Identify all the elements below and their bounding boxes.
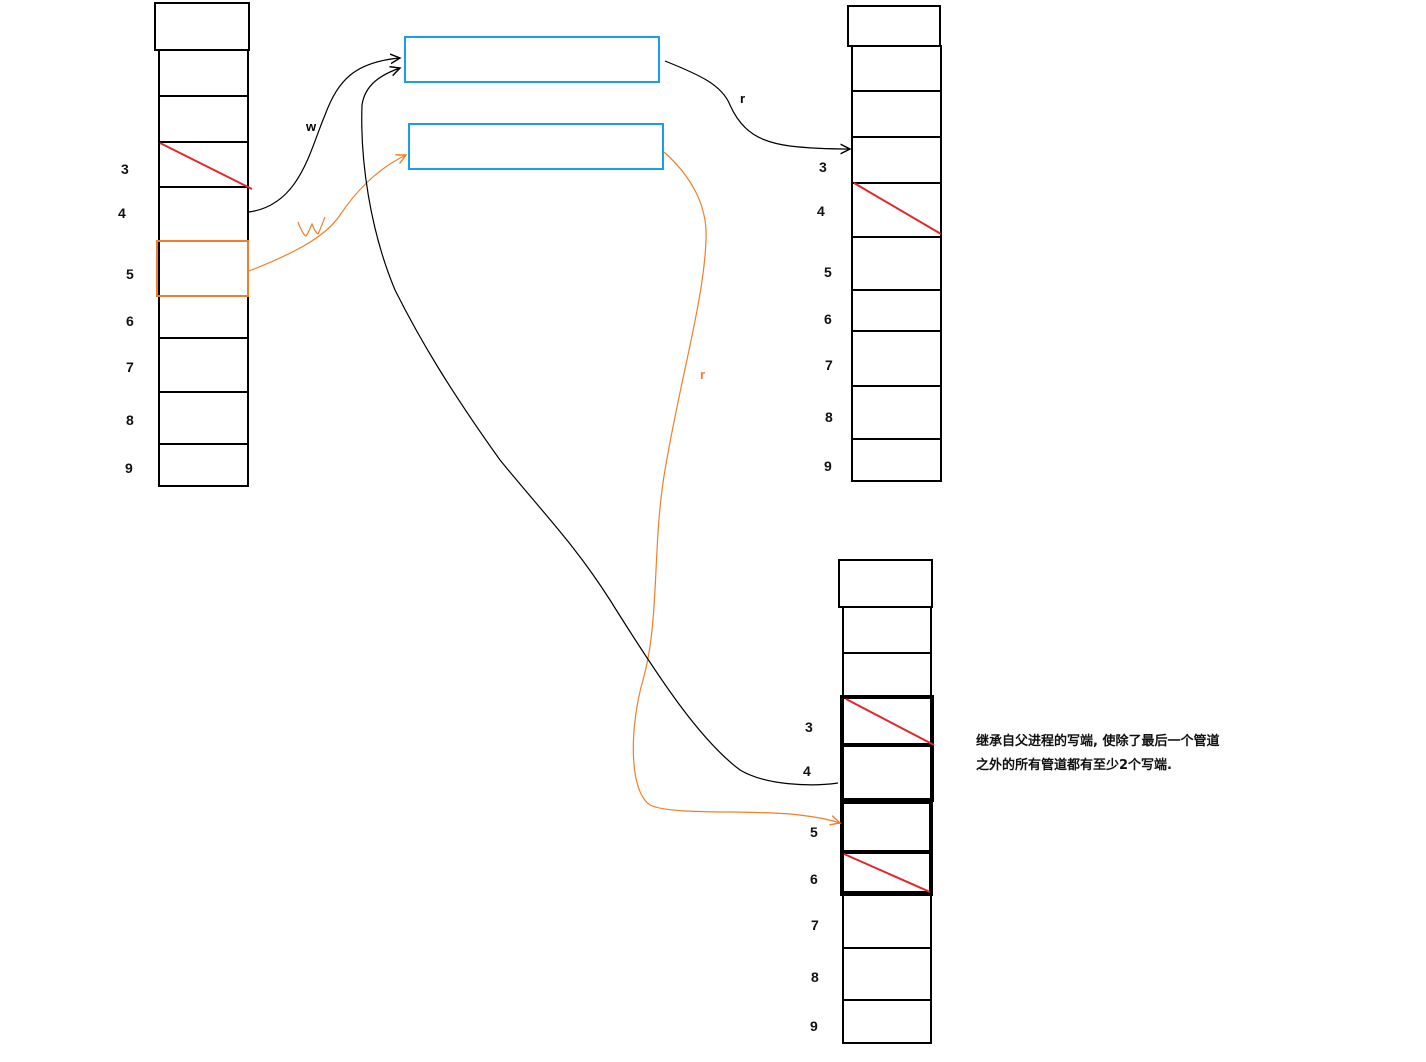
fd-slot-0 [851, 45, 942, 92]
fd-slot-3 [851, 136, 942, 184]
edge-child-inherited-write-pipe1 [361, 68, 839, 786]
closed-fd-mark [159, 142, 253, 190]
fd-slot-9 [842, 999, 932, 1044]
fd-label-8: 8 [825, 409, 833, 425]
fd-slot-6 [842, 891, 932, 949]
annotation-line-2: 之外的所有管道都有至少2个写端. [976, 758, 1172, 773]
reader-child-fd-table [847, 5, 942, 482]
fd-label-7: 7 [126, 359, 134, 375]
closed-fd-mark [843, 853, 931, 893]
fd-label-7: 7 [825, 357, 833, 373]
fd-label-4: 4 [118, 205, 126, 221]
fd-label-6: 6 [824, 311, 832, 327]
fd-slot-9 [851, 438, 942, 482]
fd-table-header [154, 2, 250, 51]
fd-label-3: 3 [121, 161, 129, 177]
fd-slot-1 [842, 652, 932, 698]
fd-slot-6 [851, 289, 942, 332]
fd-table-header [847, 5, 941, 47]
fd-slot-0 [158, 49, 249, 97]
fd-slot-9 [158, 443, 249, 487]
edge-label-w-handwritten [297, 216, 326, 237]
fd-slot-4 [840, 743, 934, 802]
edge-pipe1-read-child [664, 60, 850, 149]
annotation-note: 继承自父进程的写端, 使除了最后一个管道 之外的所有管道都有至少2个写端. [976, 730, 1276, 778]
fd-slot-8 [842, 947, 932, 1001]
fd-slot-5 [840, 800, 933, 854]
edge-label-r: r [740, 91, 745, 106]
fd-label-4: 4 [803, 763, 811, 779]
fd-slot-0 [842, 606, 932, 654]
fd-table-header [838, 559, 933, 608]
fd-slot-7 [851, 330, 942, 387]
edge-label-w: w [305, 119, 317, 134]
fd-slot-4 [158, 186, 249, 242]
fd-label-6: 6 [126, 313, 134, 329]
pipe-2 [408, 123, 664, 170]
fd-slot-5 [851, 236, 942, 291]
fd-label-8: 8 [811, 969, 819, 985]
inherited-write-ends [840, 695, 934, 896]
fd-slot-1 [158, 95, 249, 143]
fd-slot-5 [158, 240, 249, 297]
edge-label-r-orange: r [700, 367, 705, 382]
annotation-line-1: 继承自父进程的写端, 使除了最后一个管道 [976, 734, 1220, 749]
closed-fd-mark [853, 182, 942, 235]
fd-label-3: 3 [805, 719, 813, 735]
fd-label-4: 4 [817, 203, 825, 219]
fd-slot-8 [158, 391, 249, 445]
fd-label-6: 6 [810, 871, 818, 887]
closed-fd-mark [845, 698, 935, 746]
fd-slot-1 [851, 90, 942, 138]
fd-label-9: 9 [824, 458, 832, 474]
fd-label-5: 5 [810, 824, 818, 840]
fd-slot-7 [158, 337, 249, 393]
pipe-1 [404, 36, 660, 83]
edge-pipe2-read-child [632, 151, 840, 823]
fd-slot-5-highlight [156, 240, 249, 297]
edge-parent-write-pipe1 [248, 58, 400, 213]
fd-slot-6 [158, 295, 249, 339]
edge-parent-write-pipe2 [248, 155, 406, 272]
fd-slot-8 [851, 385, 942, 440]
fd-label-5: 5 [126, 266, 134, 282]
fd-label-9: 9 [125, 460, 133, 476]
fd-slot-6-closed [840, 850, 933, 896]
fd-label-8: 8 [126, 412, 134, 428]
fd-label-9: 9 [810, 1018, 818, 1034]
fd-label-5: 5 [824, 264, 832, 280]
parent-fd-table [154, 2, 250, 487]
fd-slot-4 [851, 182, 942, 238]
fd-label-3: 3 [819, 159, 827, 175]
fd-label-7: 7 [811, 917, 819, 933]
